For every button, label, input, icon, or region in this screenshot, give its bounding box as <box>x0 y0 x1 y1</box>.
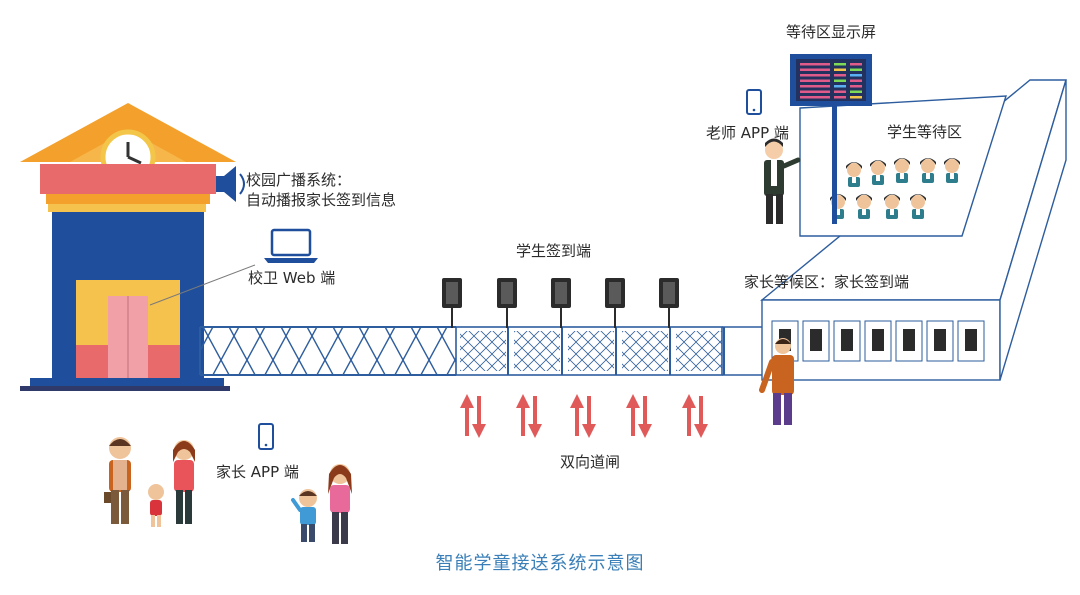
gate-panel <box>514 331 560 371</box>
teacher-figure <box>764 138 801 224</box>
parent-checkin-figure <box>759 338 794 425</box>
student-figure <box>910 194 926 219</box>
waiting-screen-label: 等待区显示屏 <box>786 23 877 41</box>
up-down-arrow-icon <box>570 394 596 438</box>
gate-panel <box>622 331 668 371</box>
diagram-title: 智能学童接送系统示意图 <box>435 553 645 574</box>
student-figure <box>870 160 886 185</box>
student-figure <box>920 158 936 183</box>
gate-panel <box>460 331 506 371</box>
mother-child-group <box>291 464 352 544</box>
student-checkin-terminals <box>442 278 679 328</box>
student-figure <box>856 194 872 219</box>
teacher-app-label: 老师 APP 端 <box>706 124 789 142</box>
checkin-terminal <box>497 278 517 328</box>
broadcast-label-line1: 校园广播系统： <box>246 171 352 189</box>
two-way-gate-label: 双向道闸 <box>560 453 621 471</box>
speaker-icon <box>216 166 245 202</box>
parent-area-label: 家长等候区：家长签到端 <box>744 273 910 291</box>
student-figure <box>884 194 900 219</box>
checkin-terminal <box>442 278 462 328</box>
checkin-terminal <box>605 278 625 328</box>
two-way-gate <box>455 326 766 376</box>
gate-panel <box>676 331 722 371</box>
parent-checkin-terminal <box>895 320 923 362</box>
parent-app-label: 家长 APP 端 <box>216 463 299 481</box>
laptop-icon <box>264 228 318 263</box>
parent-checkin-terminals <box>771 320 985 362</box>
up-down-arrow-icon <box>626 394 652 438</box>
gate-panel <box>568 331 614 371</box>
student-checkin-label: 学生签到端 <box>516 242 592 260</box>
gate-arrows <box>460 394 708 438</box>
student-waiting-area <box>799 95 1007 237</box>
parent-phone-icon <box>258 423 274 450</box>
fence <box>199 326 456 376</box>
parent-checkin-terminal <box>802 320 830 362</box>
waiting-display-screen <box>790 54 872 224</box>
student-figure <box>894 158 910 183</box>
school-building <box>20 103 236 391</box>
student-waiting-area-label: 学生等待区 <box>887 123 963 141</box>
guard-web-label: 校卫 Web 端 <box>248 269 336 287</box>
family-group <box>104 437 195 527</box>
parent-checkin-terminal <box>864 320 892 362</box>
parent-waiting-area <box>760 79 1067 381</box>
phone-icon <box>746 89 762 115</box>
guard-pointer-line <box>149 264 256 306</box>
student-figure <box>846 162 862 187</box>
broadcast-label-line2: 自动播报家长签到信息 <box>246 191 397 209</box>
checkin-terminal <box>551 278 571 328</box>
up-down-arrow-icon <box>516 394 542 438</box>
checkin-terminal <box>659 278 679 328</box>
student-figure <box>944 158 960 183</box>
parent-checkin-terminal <box>833 320 861 362</box>
up-down-arrow-icon <box>460 394 486 438</box>
up-down-arrow-icon <box>682 394 708 438</box>
parent-checkin-terminal <box>926 320 954 362</box>
parent-checkin-terminal <box>957 320 985 362</box>
